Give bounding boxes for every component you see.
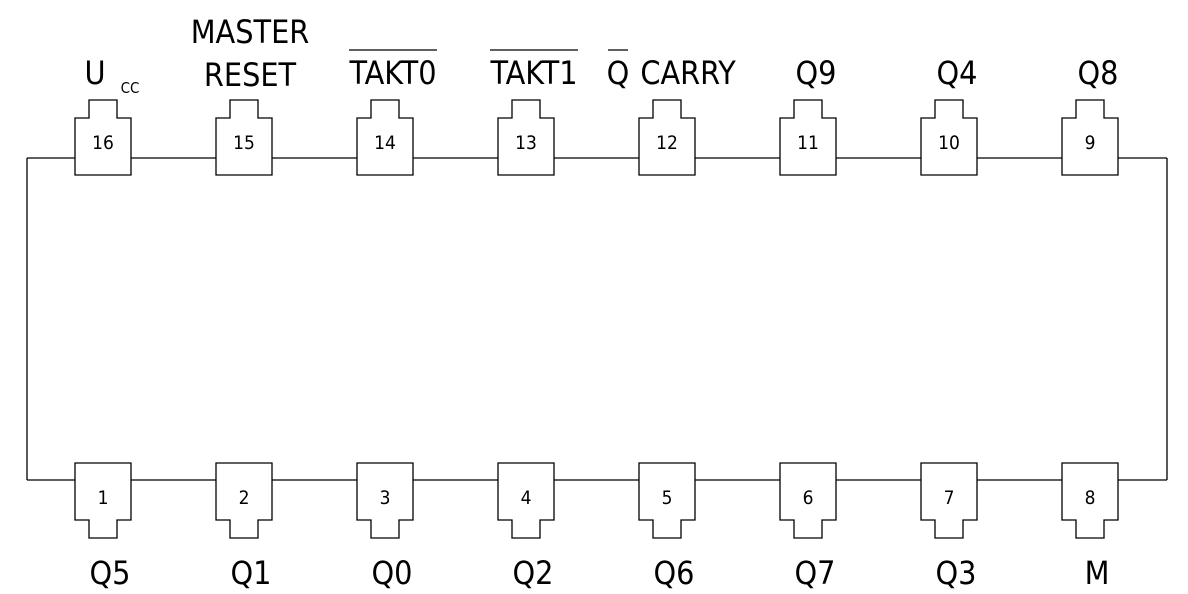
pin-number: 8	[1085, 487, 1096, 509]
pin-label: Q5	[90, 554, 131, 592]
pin-label: TAKT0	[348, 54, 436, 92]
pin-label: Q0	[372, 554, 413, 592]
pin-number: 7	[944, 487, 955, 509]
pin-body	[215, 462, 273, 539]
pin-body	[74, 99, 132, 176]
bottom-pin-2: 2Q1	[215, 462, 273, 592]
pin-label: Q6	[654, 554, 695, 592]
pin-number: 1	[98, 487, 109, 509]
bottom-pin-6: 6Q7	[779, 462, 837, 592]
pin-body	[497, 462, 555, 539]
pin-label: Q2	[513, 554, 554, 592]
pin-label: Q3	[936, 554, 977, 592]
pin-number: 16	[92, 132, 114, 154]
top-pin-16: 16 U CC	[74, 54, 140, 176]
bottom-pin-3: 3Q0	[356, 462, 414, 592]
pin-number: 3	[380, 487, 391, 509]
pin-label-suffix: CARRY	[640, 54, 736, 92]
pin-label: Q4	[937, 54, 978, 92]
pin-label: M	[1085, 554, 1110, 592]
bottom-pin-7: 7Q3	[920, 462, 978, 592]
pin-body	[779, 99, 837, 176]
top-pin-15: 15 MASTER RESET	[191, 13, 310, 176]
pin-body	[215, 99, 273, 176]
pin-body	[356, 99, 414, 176]
pin-number: 11	[797, 132, 819, 154]
pin-number: 2	[239, 487, 250, 509]
pin-label-subscript: CC	[121, 79, 140, 97]
pin-number: 14	[374, 132, 396, 154]
pin-label: Q8	[1078, 54, 1119, 92]
pin-label: Q1	[231, 554, 272, 592]
top-pin-9: 9 Q8	[1061, 54, 1119, 176]
top-pin-10: 10 Q4	[920, 54, 978, 176]
pin-label: TAKT1	[489, 54, 577, 92]
pin-number: 15	[233, 132, 255, 154]
pin-label-line1: MASTER	[191, 13, 310, 51]
pin-number: 4	[521, 487, 532, 509]
pin-number: 12	[656, 132, 678, 154]
pin-body	[920, 99, 978, 176]
pin-body	[497, 99, 555, 176]
pin-label: Q	[607, 54, 630, 92]
pin-label: Q7	[795, 554, 836, 592]
top-pin-12: 12 Q CARRY	[607, 49, 736, 176]
bottom-pin-8: 8M	[1061, 462, 1119, 592]
top-pin-row: 16 U CC 15 MASTER RESET 14 TAKT0 13 TAKT1 12 Q CARRY…	[74, 13, 1119, 176]
pin-body	[1061, 462, 1119, 539]
pin-body	[638, 462, 696, 539]
pin-number: 5	[662, 487, 673, 509]
pin-body	[638, 99, 696, 176]
pin-label: Q9	[796, 54, 837, 92]
pin-body	[779, 462, 837, 539]
bottom-pin-1: 1Q5	[74, 462, 132, 592]
pin-body	[356, 462, 414, 539]
pin-number: 9	[1085, 132, 1096, 154]
pin-label: U	[84, 54, 105, 92]
pin-number: 6	[803, 487, 814, 509]
bottom-pin-5: 5Q6	[638, 462, 696, 592]
pin-body	[1061, 99, 1119, 176]
pin-number: 10	[938, 132, 960, 154]
pin-body	[74, 462, 132, 539]
pin-body	[920, 462, 978, 539]
package-outline	[26, 157, 1168, 481]
top-pin-11: 11 Q9	[779, 54, 837, 176]
bottom-pin-4: 4Q2	[497, 462, 555, 592]
pin-number: 13	[515, 132, 537, 154]
pin-label-line2: RESET	[204, 56, 297, 94]
top-pin-13: 13 TAKT1	[489, 49, 578, 176]
top-pin-14: 14 TAKT0	[348, 49, 437, 176]
